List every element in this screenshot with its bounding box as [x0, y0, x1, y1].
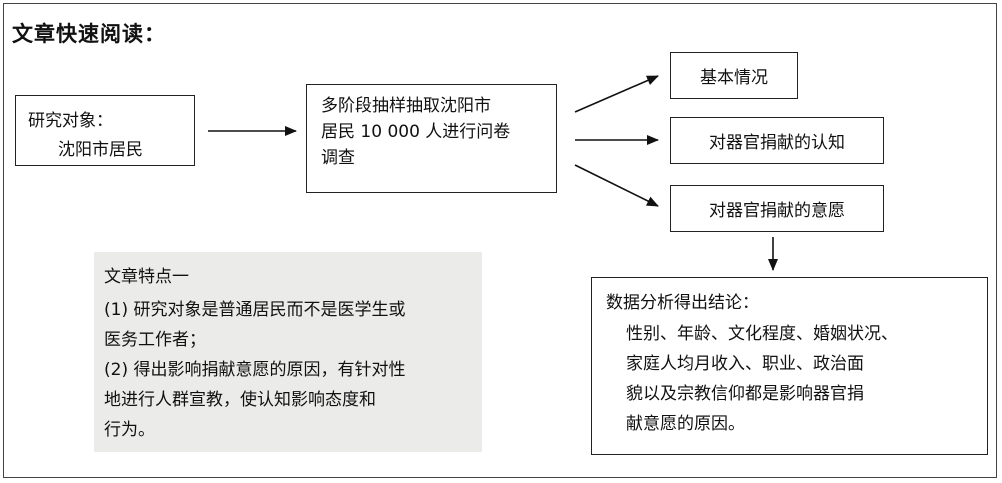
feature-item-1-cont: 医务工作者；	[104, 325, 472, 355]
survey-line-3: 调查	[321, 148, 355, 168]
feature-item-1-line-2: 医务工作者；	[104, 330, 206, 350]
topic-willingness-label: 对器官捐献的意愿	[709, 201, 845, 221]
study-object-value: 沈阳市居民	[58, 140, 143, 160]
survey-line-2: 居民 10 000 人进行问卷	[321, 122, 511, 142]
features-panel: 文章特点一 (1) 研究对象是普通居民而不是医学生或 医务工作者； (2) 得出…	[94, 252, 482, 452]
outer-frame	[3, 3, 997, 478]
feature-item-2: (2) 得出影响捐献意愿的原因，有针对性	[104, 355, 472, 385]
survey-line-1: 多阶段抽样抽取沈阳市	[321, 96, 491, 116]
conclusion-line-2: 家庭人均月收入、职业、政治面	[626, 354, 864, 374]
topic-cognition-label: 对器官捐献的认知	[709, 133, 845, 153]
topic-basic-label: 基本情况	[700, 68, 768, 88]
feature-item-2-cont-2: 行为。	[104, 415, 472, 445]
feature-item-1-line-1: 研究对象是普通居民而不是医学生或	[133, 300, 406, 320]
feature-item-2-line-3: 行为。	[104, 420, 155, 440]
topic-cognition-box: 对器官捐献的认知	[670, 117, 884, 164]
topic-basic-box: 基本情况	[670, 52, 798, 99]
conclusion-line-1: 性别、年龄、文化程度、婚姻状况、	[626, 324, 898, 344]
features-title: 文章特点一	[104, 267, 189, 287]
feature-item-2-line-1: 得出影响捐献意愿的原因，有针对性	[133, 360, 406, 380]
arrow-survey-to-basic	[574, 75, 659, 113]
survey-method-box: 多阶段抽样抽取沈阳市 居民 10 000 人进行问卷 调查	[306, 84, 557, 193]
feature-item-1: (1) 研究对象是普通居民而不是医学生或	[104, 295, 472, 325]
feature-item-2-line-2: 地进行人群宣教，使认知影响态度和	[104, 390, 376, 410]
study-object-label: 研究对象：	[28, 111, 113, 131]
conclusion-title: 数据分析得出结论：	[606, 293, 759, 313]
study-object-box: 研究对象： 沈阳市居民	[15, 95, 195, 166]
arrow-survey-to-willingness	[574, 164, 659, 207]
feature-item-1-number: (1)	[104, 300, 129, 320]
page-title: 文章快速阅读：	[12, 22, 166, 46]
conclusion-box: 数据分析得出结论： 性别、年龄、文化程度、婚姻状况、 家庭人均月收入、职业、政治…	[591, 277, 988, 455]
feature-item-2-cont: 地进行人群宣教，使认知影响态度和	[104, 385, 472, 415]
conclusion-line-3: 貌以及宗教信仰都是影响器官捐	[626, 384, 864, 404]
conclusion-line-4: 献意愿的原因。	[626, 414, 745, 434]
feature-item-2-number: (2)	[104, 360, 129, 380]
topic-willingness-box: 对器官捐献的意愿	[670, 185, 884, 232]
